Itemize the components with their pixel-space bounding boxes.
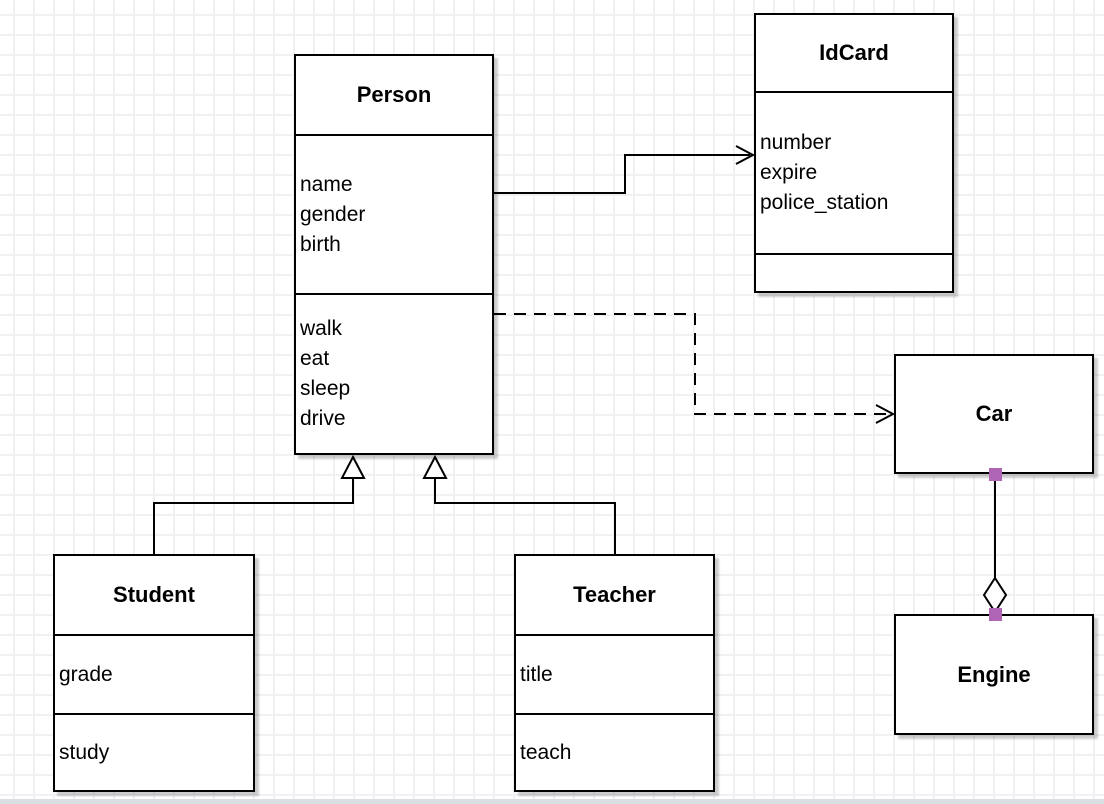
attribute-item: title [520, 662, 553, 686]
class-box-idcard[interactable]: IdCard number expire police_station [754, 13, 954, 293]
attribute-item: expire [760, 161, 818, 184]
class-box-engine[interactable]: Engine [894, 614, 1094, 735]
class-title: Person [356, 82, 432, 107]
attributes-section: grade [55, 634, 253, 713]
methods-section: walk eat sleep drive [296, 293, 492, 453]
method-item: sleep [300, 377, 351, 400]
class-title: Engine [957, 661, 1031, 687]
method-item: walk [300, 317, 343, 340]
attributes-section: name gender birth [296, 134, 492, 293]
edge-person-car-dependency[interactable] [494, 313, 896, 424]
open-arrowhead-icon [875, 404, 896, 424]
class-box-student[interactable]: Student grade study [53, 554, 255, 792]
edge-person-idcard-association[interactable] [494, 145, 756, 194]
attribute-item: police_station [760, 191, 889, 214]
method-item: teach [520, 740, 572, 764]
method-item: eat [300, 347, 330, 370]
class-title: Teacher [573, 582, 656, 607]
attributes-section: title [516, 634, 713, 713]
attribute-item: grade [59, 662, 113, 686]
hollow-diamond-icon [982, 576, 1008, 614]
attribute-item: birth [300, 232, 341, 256]
class-box-car[interactable]: Car [894, 354, 1094, 474]
class-box-person[interactable]: Person name gender birth walk eat sleep … [294, 54, 494, 455]
canvas-bottom-edge [0, 799, 1104, 804]
method-item: drive [300, 407, 346, 430]
method-item: study [59, 740, 110, 764]
edge-car-engine-aggregation[interactable] [982, 468, 1008, 621]
edge-student-person-generalization[interactable] [153, 454, 366, 554]
hollow-triangle-icon [422, 454, 448, 479]
attributes-section: number expire police_station [756, 91, 952, 253]
edge-teacher-person-generalization[interactable] [422, 454, 616, 554]
class-title: Car [975, 401, 1013, 426]
hollow-triangle-icon [340, 454, 366, 479]
attribute-item: gender [300, 202, 366, 226]
class-box-teacher[interactable]: Teacher title teach [514, 554, 715, 792]
methods-section: teach [516, 713, 713, 790]
class-title: Student [113, 582, 195, 607]
methods-section-empty [756, 253, 952, 291]
open-arrowhead-icon [735, 145, 756, 165]
attribute-item: name [300, 172, 353, 196]
class-title: IdCard [819, 40, 889, 65]
attribute-item: number [760, 131, 832, 154]
methods-section: study [55, 713, 253, 790]
